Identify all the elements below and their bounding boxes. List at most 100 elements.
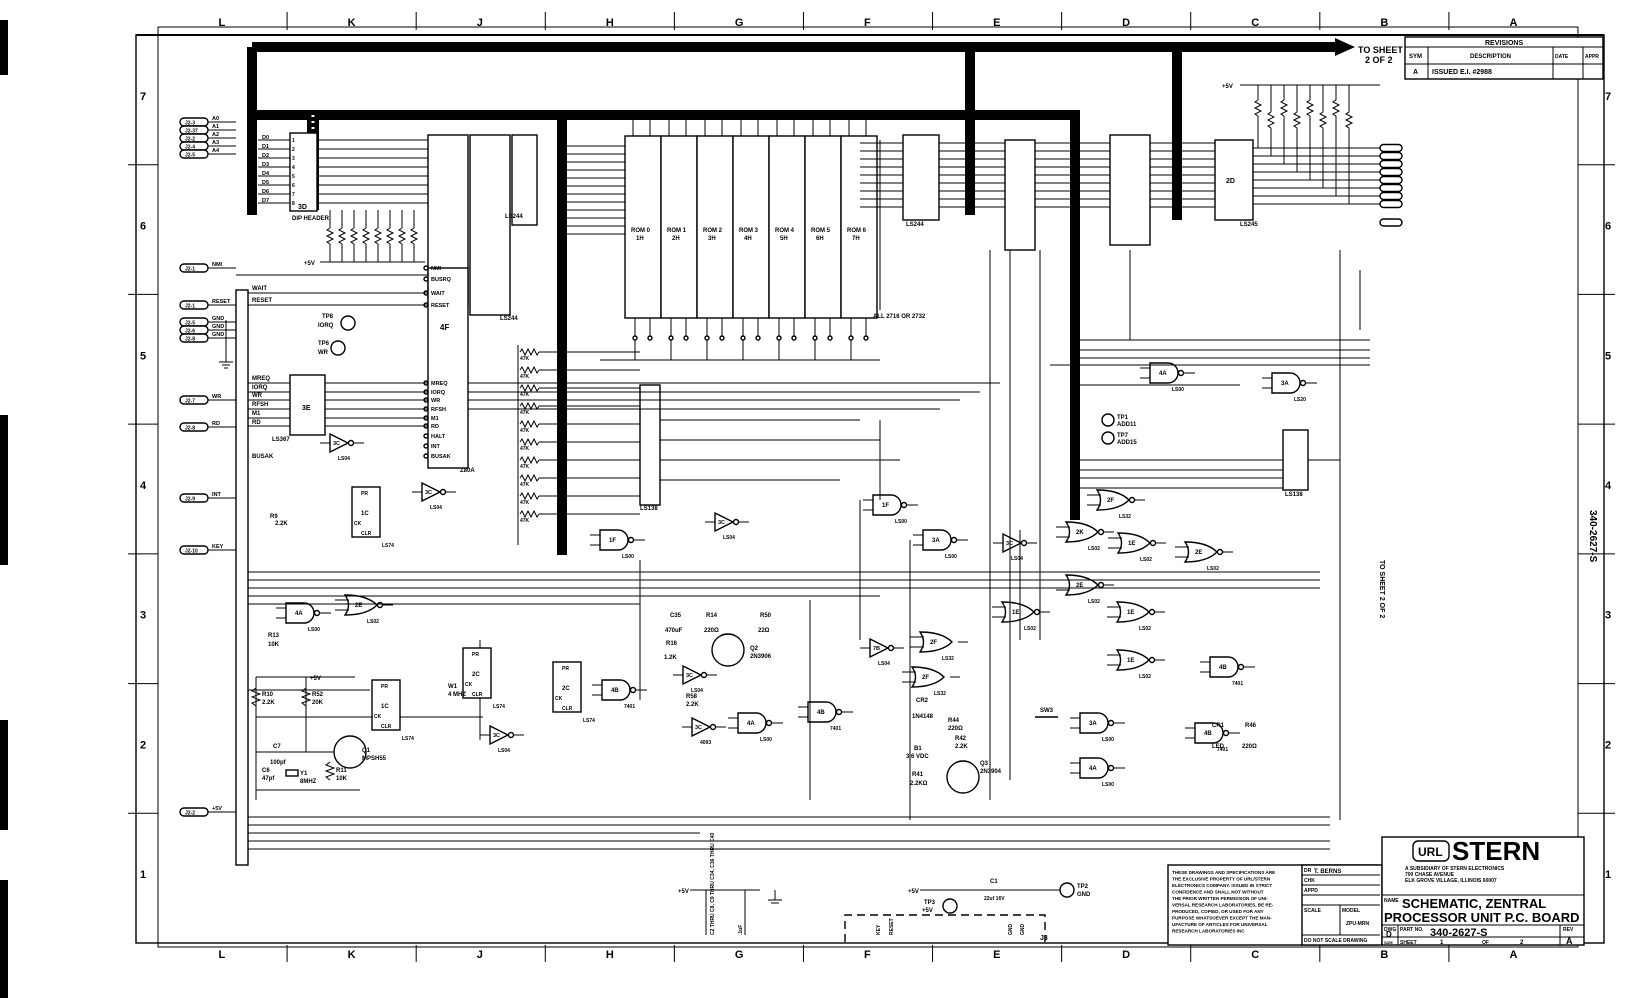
dip-pin-num: 1 [292, 138, 295, 144]
connector-right [1379, 199, 1403, 209]
bypass-value: .1uF [738, 925, 744, 935]
gate-part: LS04 [878, 661, 890, 667]
flipflop-ref: 2C [562, 686, 570, 692]
resistor-icon [519, 455, 540, 465]
flipflops: 1CPRCKCLRLS742CPRCKCLRLS742CPRCKCLRLS741… [351, 486, 595, 742]
title-line-1: SCHEMATIC, ZENTRAL [1402, 896, 1546, 911]
connector-id: J2-8 [185, 426, 195, 432]
dip-header-label: DIP HEADER [292, 216, 330, 222]
flipflop-part: LS74 [382, 543, 394, 549]
r10-ref: R10 [262, 692, 274, 698]
zone-row-label: 4 [1605, 480, 1612, 492]
gate-ref: 1E [1012, 610, 1019, 616]
cpu-pin-halt: HALT [431, 434, 446, 440]
revisions-block: REVISIONS SYM DESCRIPTION DATE APPR A IS… [1404, 36, 1604, 80]
gate-part: LS00 [895, 519, 907, 525]
zone-row-label: 2 [1605, 739, 1611, 751]
flipflop-pin: PR [562, 666, 569, 672]
connector-j2-2: J2-2A2 [179, 132, 236, 143]
gate-part: LS02 [1140, 557, 1152, 563]
address-connectors: J2-3A0J2-37A1J2-2A2J2-4A3J2-5A4J2-1NMIJ2… [179, 116, 236, 817]
tp1-testpoint [1101, 413, 1115, 427]
resistor-icon [1292, 111, 1302, 129]
gate-part: LS02 [1139, 626, 1151, 632]
zone-row-label: 7 [1605, 91, 1611, 103]
zone-col-label: C [1251, 949, 1259, 961]
right-pullup-resistors: +5V [1222, 84, 1380, 204]
r44-ref: R44 [948, 718, 960, 724]
size-label: SIZE [1384, 940, 1393, 945]
flipflop-pin: CK [465, 682, 473, 688]
dip-pin-label: D6 [262, 189, 269, 195]
r42-ref: R42 [955, 736, 967, 742]
gate-part: LS32 [1119, 514, 1131, 520]
r46-ref: R46 [1245, 723, 1257, 729]
resistor-icon [519, 419, 540, 429]
rom-chip-2: ROM 23H [696, 115, 734, 360]
clock-oscillator: Q1 MPSH55 R10 2.2K R52 20K C7 100pf C6 4… [250, 676, 483, 800]
ls244-a-label: LS244 [500, 316, 518, 322]
j3-key: KEY [876, 924, 882, 935]
connector-id: J2-2 [185, 137, 195, 143]
gate-part: LS04 [1011, 556, 1023, 562]
pullup-value: 47K [520, 446, 530, 452]
rev-label: REV [1563, 927, 1574, 933]
ls245 [1214, 139, 1254, 221]
gate-ref: 1E [1127, 658, 1134, 664]
flipflop-pin: CK [555, 696, 563, 702]
resistor-icon [1305, 99, 1315, 117]
proprietary-line: VERSAL RESEARCH LABORATORIES, BE RE- [1172, 903, 1274, 908]
connector-signal: RESET [212, 299, 231, 305]
resistor-icon [519, 401, 540, 411]
proprietary-line: THE EXCLUSIVE PROPERTY OF URL/STERN [1172, 877, 1271, 882]
tp3-signal: +5V [922, 908, 933, 914]
dip-pin-label: D3 [262, 162, 269, 168]
rev-col-appr: APPR [1585, 54, 1599, 60]
dip-pin-label: D5 [262, 180, 269, 186]
dip-pin-label: D4 [262, 171, 270, 177]
cpu-pin-wait: WAIT [431, 291, 445, 297]
pullup-value: 47K [520, 500, 530, 506]
gate-part: LS20 [1294, 397, 1306, 403]
r42-value: 2.2K [955, 744, 968, 750]
pullup-value: 47K [520, 518, 530, 524]
c1-value: 22uf 16V [984, 896, 1005, 902]
rom-loc: 1H [636, 236, 644, 242]
do-not-scale: DO NOT SCALE DRAWING [1304, 938, 1367, 944]
dip-pin-num: 4 [292, 165, 295, 171]
power-connector-outline [844, 914, 1046, 942]
r11-value: 10K [336, 776, 348, 782]
flipflop-pin: CK [354, 521, 362, 527]
tp8-testpoint [340, 315, 356, 331]
r46-value: 220Ω [1242, 744, 1257, 750]
rom-name: ROM 5 [811, 228, 831, 234]
inner-border [157, 26, 1579, 948]
pullup-value: 47K [520, 464, 530, 470]
decoupling-vcc: +5V [678, 889, 689, 895]
r50-ref: R50 [760, 613, 772, 619]
ls245-label: LS245 [1240, 222, 1258, 228]
zone-col-label: J [477, 949, 483, 961]
flipflop-pin: PR [381, 684, 388, 690]
connector-j2-7: J2-7WR [179, 394, 236, 405]
bus-stubs [860, 142, 1215, 208]
connector-right [1379, 218, 1403, 227]
tp7-testpoint [1101, 431, 1115, 445]
tp3-ref: TP3 [924, 900, 936, 906]
gate-ref: 2E [1076, 583, 1083, 589]
rom-loc: 4H [744, 236, 752, 242]
gate-part: LS04 [338, 456, 350, 462]
connector-id: J2-2 [185, 811, 195, 817]
sheet-of: OF [1482, 940, 1489, 946]
zone-row-label: 3 [1605, 610, 1611, 622]
